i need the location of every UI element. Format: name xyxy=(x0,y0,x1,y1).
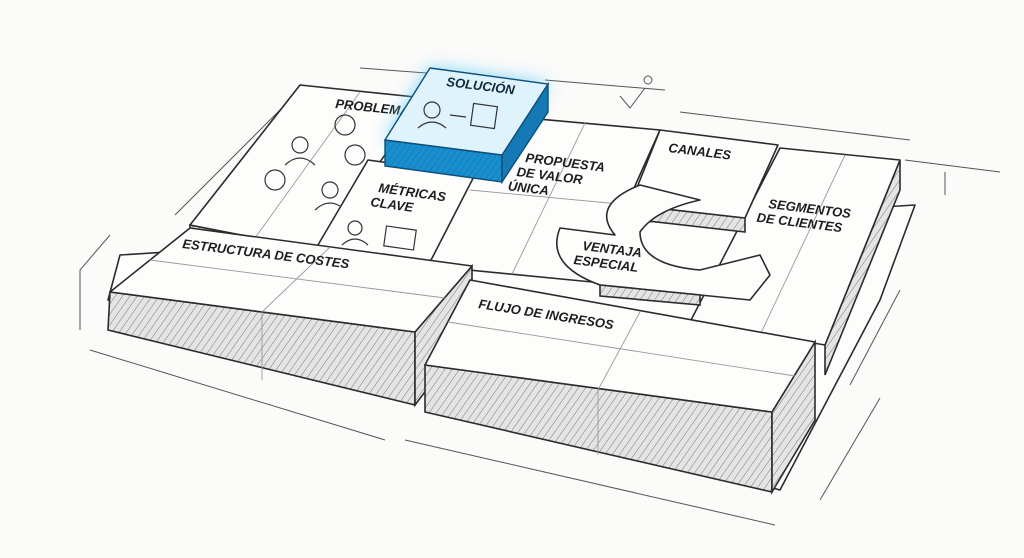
block-metricas-clave: MÉTRICAS CLAVE xyxy=(314,159,483,267)
solution-sketch-icon xyxy=(417,101,499,130)
block-ventaja-especial: VENTAJA ESPECIAL xyxy=(556,184,771,306)
block-solucion-highlighted: SOLUCIÓN xyxy=(383,67,550,185)
block-flujo-ingresos: FLUJO DE INGRESOS xyxy=(424,279,816,495)
label-propuesta: PROPUESTA DE VALOR ÚNICA xyxy=(507,148,609,204)
dimension-lines xyxy=(79,67,1001,526)
metrics-sketch-icon xyxy=(341,220,417,251)
